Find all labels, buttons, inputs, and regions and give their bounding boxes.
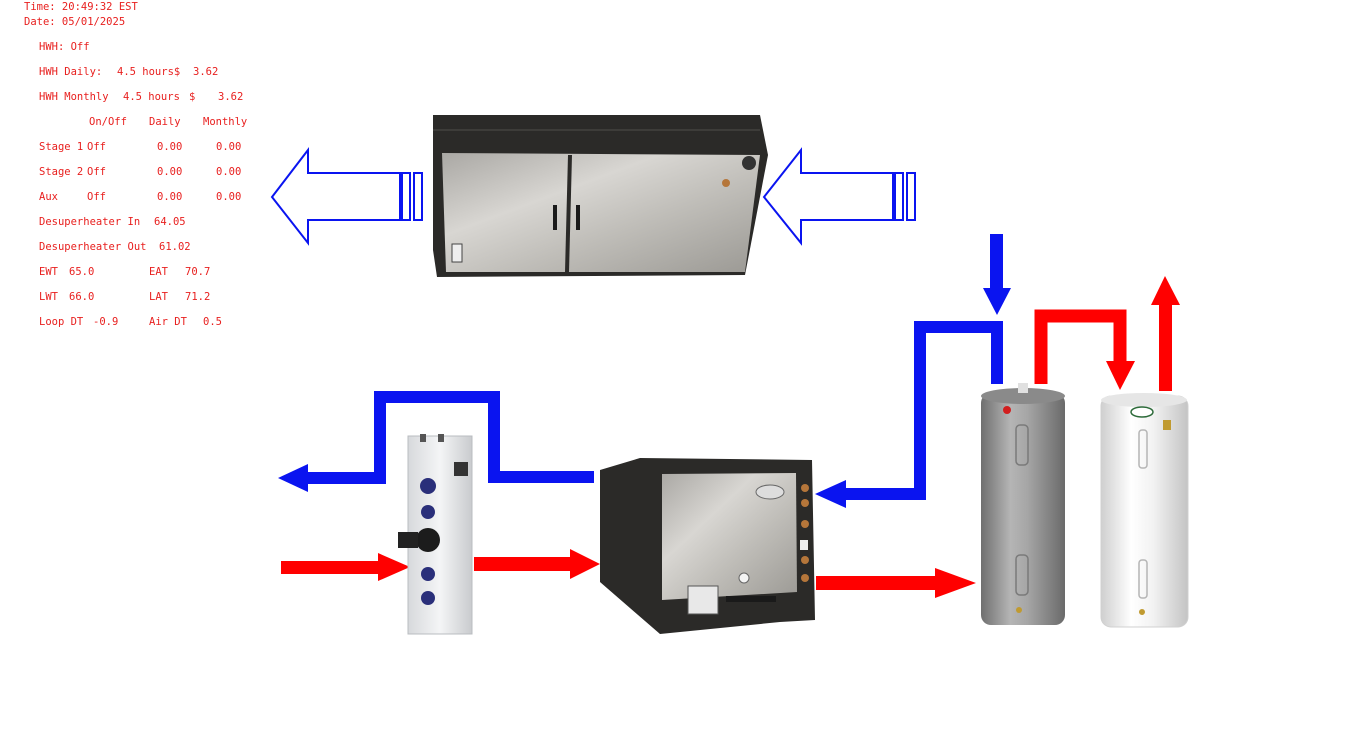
cold-supply-arrow-head-icon bbox=[983, 288, 1011, 315]
cold-to-heatpump-arrow-head-icon bbox=[815, 480, 846, 508]
stage2-monthly: 0.00 bbox=[216, 166, 242, 178]
eat-label: EAT bbox=[149, 266, 168, 278]
flow-center-pump-icon bbox=[398, 434, 473, 635]
hot-to-heatpump-pipe bbox=[474, 557, 572, 571]
desuperheater-out-value: 61.02 bbox=[159, 241, 191, 253]
ewt-value: 65.0 bbox=[69, 266, 95, 278]
stage2-daily: 0.00 bbox=[157, 166, 183, 178]
hot-to-heatpump-arrow-head-icon bbox=[570, 549, 600, 579]
hot-crossover-pipe bbox=[1034, 309, 1127, 384]
aux-state: Off bbox=[87, 191, 106, 203]
stage1-name: Stage 1 bbox=[39, 141, 84, 153]
aux-daily: 0.00 bbox=[157, 191, 183, 203]
airflow-out-arrow-icon bbox=[270, 147, 423, 246]
loop-dt-value: -0.9 bbox=[93, 316, 119, 328]
column-header-monthly: Monthly bbox=[203, 116, 248, 128]
aux-monthly: 0.00 bbox=[216, 191, 242, 203]
stage1-daily: 0.00 bbox=[157, 141, 183, 153]
date-readout: Date: 05/01/2025 bbox=[24, 16, 126, 28]
hot-to-waterheater-pipe bbox=[816, 576, 938, 590]
ewt-label: EWT bbox=[39, 266, 58, 278]
air-handler-unit-icon bbox=[433, 115, 768, 277]
eat-value: 70.7 bbox=[185, 266, 211, 278]
cold-supply-pipe bbox=[990, 234, 1003, 292]
lwt-value: 66.0 bbox=[69, 291, 95, 303]
desuperheater-in-label: Desuperheater In bbox=[39, 216, 141, 228]
aux-name: Aux bbox=[39, 191, 58, 203]
cold-out-arrow-head-icon bbox=[278, 464, 308, 492]
hwh-daily-cost: 3.62 bbox=[193, 66, 219, 78]
lat-value: 71.2 bbox=[185, 291, 211, 303]
time-readout: Time: 20:49:32 EST bbox=[24, 1, 138, 13]
hot-in-arrow-head-icon bbox=[378, 553, 410, 581]
hot-to-waterheater-arrow-head-icon bbox=[935, 568, 976, 598]
lwt-label: LWT bbox=[39, 291, 58, 303]
stage1-state: Off bbox=[87, 141, 106, 153]
hot-crossover-arrow-head-icon bbox=[1106, 361, 1135, 390]
gray-water-heater-icon bbox=[981, 383, 1065, 625]
stage1-monthly: 0.00 bbox=[216, 141, 242, 153]
hwh-monthly-label: HWH Monthly bbox=[39, 91, 109, 103]
hot-outlet-arrow-head-icon bbox=[1151, 276, 1180, 305]
white-water-heater-icon bbox=[1100, 393, 1189, 628]
stage2-state: Off bbox=[87, 166, 106, 178]
loop-dt-label: Loop DT bbox=[39, 316, 84, 328]
column-header-onoff: On/Off bbox=[89, 116, 127, 128]
hwh-daily-label: HWH Daily: bbox=[39, 66, 103, 78]
stage2-name: Stage 2 bbox=[39, 166, 84, 178]
hwh-monthly-hours: 4.5 hours bbox=[123, 91, 180, 103]
hot-in-pipe bbox=[281, 561, 381, 574]
geothermal-heat-pump-icon bbox=[600, 458, 815, 634]
column-header-daily: Daily bbox=[149, 116, 181, 128]
hwh-monthly-currency: $ bbox=[189, 91, 196, 103]
airflow-in-arrow-icon bbox=[762, 147, 916, 246]
desuperheater-in-value: 64.05 bbox=[154, 216, 186, 228]
cold-desuperheater-pipe bbox=[845, 321, 1003, 500]
hwh-daily-hours: 4.5 hours$ bbox=[117, 66, 181, 78]
cold-loop-pipe-left bbox=[300, 391, 594, 484]
lat-label: LAT bbox=[149, 291, 168, 303]
air-dt-label: Air DT bbox=[149, 316, 187, 328]
desuperheater-out-label: Desuperheater Out bbox=[39, 241, 147, 253]
hwh-status: HWH: Off bbox=[39, 41, 90, 53]
hwh-monthly-cost: 3.62 bbox=[218, 91, 244, 103]
air-dt-value: 0.5 bbox=[203, 316, 222, 328]
hot-outlet-pipe bbox=[1159, 303, 1172, 391]
